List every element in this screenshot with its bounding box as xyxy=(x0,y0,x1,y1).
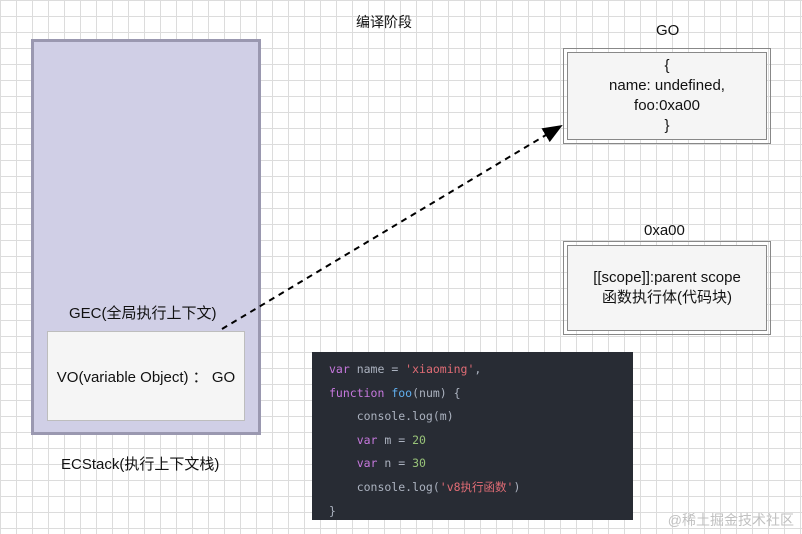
go-line: } xyxy=(664,117,670,134)
stage-title: 编译阶段 xyxy=(356,14,412,30)
go-line: name: undefined, xyxy=(609,77,725,94)
code-line: var n = 30 xyxy=(329,456,426,471)
go-line: { xyxy=(664,57,670,74)
code-line: var m = 20 xyxy=(329,432,426,447)
vo-text: VO(variable Object) ： GO xyxy=(56,368,236,386)
go-line: foo:0xa00 xyxy=(634,97,700,114)
go-title: GO xyxy=(656,22,680,39)
code-line: console.log('v8执行函数') xyxy=(329,479,521,494)
code-line: function foo(num) { xyxy=(329,385,461,400)
dashed-arrow-line xyxy=(221,124,563,330)
fn-line: [[scope]]:parent scope xyxy=(593,269,741,286)
code-line: console.log(m) xyxy=(329,409,454,424)
global-object-box: { name: undefined, foo:0xa00 } xyxy=(563,48,771,144)
watermark: @稀土掘金技术社区 xyxy=(667,512,794,528)
fn-line: 函数执行体(代码块) xyxy=(602,289,732,306)
code-line: var name = 'xiaoming', xyxy=(329,362,482,376)
gec-label: GEC(全局执行上下文) xyxy=(69,305,217,322)
variable-object-box: VO(variable Object) ： GO xyxy=(47,331,245,421)
ecstack-label: ECStack(执行上下文栈) xyxy=(61,456,220,473)
function-object-title: 0xa00 xyxy=(644,222,685,239)
code-panel: var name = 'xiaoming', function foo(num)… xyxy=(312,352,633,520)
code-line: } xyxy=(329,503,336,518)
function-object-box: [[scope]]:parent scope 函数执行体(代码块) xyxy=(563,241,771,335)
